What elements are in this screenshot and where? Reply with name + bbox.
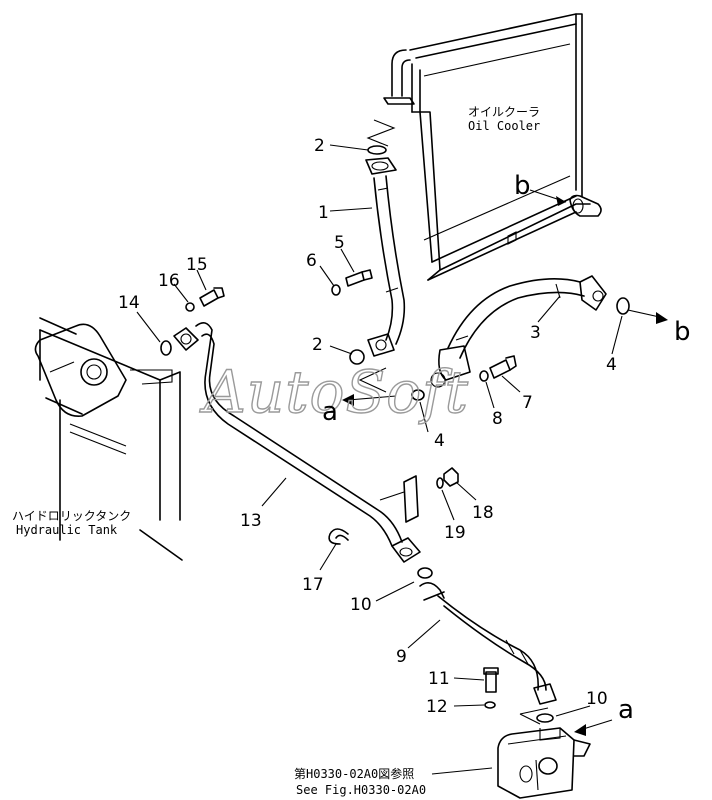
part-number-3: 3 — [530, 323, 541, 343]
ref-letter-a-lower: a — [618, 695, 634, 725]
part-number-10-lower: 10 — [586, 689, 608, 709]
bolt-11 — [483, 667, 499, 693]
u-bolt-17 — [328, 528, 349, 545]
part-number-6: 6 — [306, 251, 317, 271]
washer-12 — [484, 701, 496, 709]
washer-16 — [185, 302, 195, 312]
ref-letter-a-upper: a — [322, 397, 338, 427]
washer-8 — [479, 370, 489, 382]
washer-19 — [436, 477, 444, 489]
part-number-14: 14 — [118, 293, 140, 313]
part-number-2-lower: 2 — [312, 335, 323, 355]
part-number-4-left: 4 — [434, 431, 445, 451]
part-number-13: 13 — [240, 511, 262, 531]
nut-18 — [443, 467, 459, 487]
o-ring-14 — [160, 340, 172, 356]
ref-arrows — [342, 189, 668, 736]
part-number-16: 16 — [158, 271, 180, 291]
part-number-8: 8 — [492, 409, 503, 429]
part-number-19: 19 — [444, 523, 466, 543]
part-number-11: 11 — [428, 669, 450, 689]
part-number-12: 12 — [426, 697, 448, 717]
oil-cooler-label-en: Oil Cooler — [468, 119, 540, 133]
part-number-7: 7 — [522, 393, 533, 413]
hose-1 — [365, 157, 406, 357]
part-number-10-upper: 10 — [350, 595, 372, 615]
part-number-18: 18 — [472, 503, 494, 523]
o-ring-10-lower — [536, 713, 554, 723]
o-ring-2-upper — [367, 145, 387, 155]
part-number-9: 9 — [396, 647, 407, 667]
o-ring-10-upper — [417, 567, 433, 579]
part-number-15: 15 — [186, 255, 208, 275]
figure-ref-en: See Fig.H0330-02A0 — [296, 783, 426, 797]
ref-letter-b-right: b — [674, 317, 691, 347]
figure-ref-jp: 第H0330-02A0図参照 — [294, 766, 414, 781]
part-number-2-upper: 2 — [314, 136, 325, 156]
oil-cooler: オイルクーラ Oil Cooler — [383, 13, 602, 281]
reference-letters: b b a a — [322, 171, 691, 725]
bolt-15 — [199, 287, 225, 307]
part-number-17: 17 — [302, 575, 324, 595]
o-ring-2-lower — [349, 349, 365, 365]
ref-letter-b-left: b — [514, 171, 531, 201]
tube-13 — [173, 322, 421, 563]
hydraulic-tank: ハイドロリックタンク Hydraulic Tank — [12, 317, 183, 561]
bolt-5 — [345, 269, 373, 287]
part-number-4-right: 4 — [606, 355, 617, 375]
part-number-1: 1 — [318, 203, 329, 223]
o-ring-4-left — [411, 389, 425, 401]
hose-3 — [430, 275, 607, 388]
hydraulic-tank-label-en: Hydraulic Tank — [16, 523, 118, 537]
watermark: AutoSoft — [199, 358, 469, 426]
leader-lines — [136, 119, 623, 775]
pump-block — [497, 727, 591, 799]
washer-6 — [331, 284, 341, 296]
oil-cooler-label-jp: オイルクーラ — [468, 105, 540, 119]
hose-9 — [419, 582, 557, 705]
part-number-5: 5 — [334, 233, 345, 253]
bolt-7 — [489, 355, 517, 379]
part-numbers: 2 1 5 6 2 3 4 4 7 8 15 16 14 13 18 19 17… — [118, 136, 617, 717]
o-ring-4-right — [616, 297, 630, 315]
hydraulic-tank-label-jp: ハイドロリックタンク — [12, 509, 131, 523]
